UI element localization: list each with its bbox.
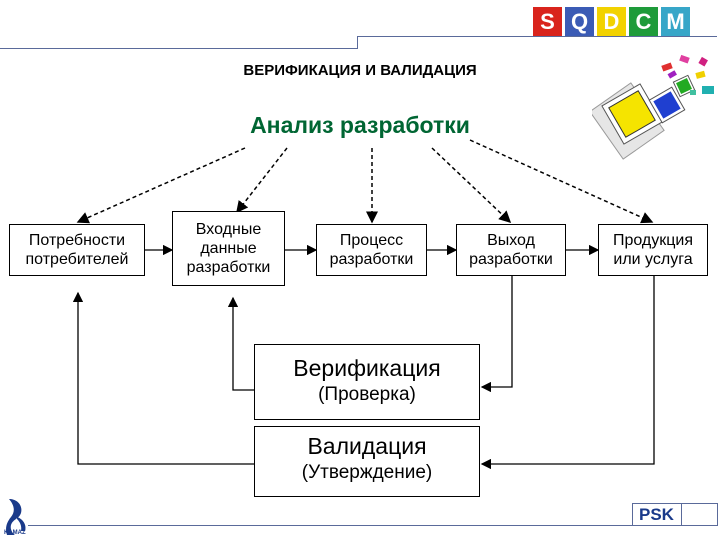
kamaz-logo-icon bbox=[6, 499, 26, 535]
card-blue bbox=[648, 86, 686, 124]
box-input-label: Входные данные разработки bbox=[186, 221, 271, 276]
brand-letter-c: C bbox=[629, 7, 658, 36]
verification-title: Верификация bbox=[293, 355, 441, 381]
brand-letter-q: Q bbox=[565, 7, 594, 36]
cards-illustration bbox=[592, 54, 714, 160]
logo-text: KAMAZ bbox=[4, 530, 26, 536]
dashed-arrow-needs bbox=[76, 147, 246, 224]
validation-title: Валидация bbox=[307, 433, 427, 459]
verification-subtitle: (Проверка) bbox=[318, 384, 416, 405]
box-needs-label: Потребности потребителей bbox=[25, 232, 129, 268]
feedback-validation-needs bbox=[72, 291, 254, 465]
chip-magenta bbox=[698, 56, 708, 67]
box-product: Продукция или услуга bbox=[598, 224, 708, 276]
brand-letter-m: M bbox=[661, 7, 690, 36]
chip-pink bbox=[679, 54, 690, 64]
dashed-arrow-input bbox=[236, 147, 288, 214]
diagram-title: Анализ разработки bbox=[250, 112, 470, 138]
feedback-verification-input bbox=[227, 296, 254, 391]
box-verification: Верификация (Проверка) bbox=[254, 344, 480, 420]
chip-teal bbox=[690, 90, 696, 95]
psk-badge: PSK bbox=[632, 503, 718, 526]
validation-subtitle: (Утверждение) bbox=[301, 462, 433, 483]
psk-bar bbox=[681, 504, 717, 525]
box-input: Входные данные разработки bbox=[172, 211, 285, 286]
box-process: Процесс разработки bbox=[316, 224, 427, 276]
feedback-product-validation bbox=[480, 276, 655, 470]
header-rule-step bbox=[357, 36, 358, 49]
brand-letters: S Q D C M bbox=[533, 7, 690, 36]
dashed-arrow-output bbox=[431, 147, 512, 224]
brand-letter-d: D bbox=[597, 7, 626, 36]
psk-label: PSK bbox=[639, 505, 674, 524]
header-rule-left bbox=[0, 48, 357, 49]
chip-purple bbox=[667, 70, 677, 79]
dashed-arrow-product bbox=[469, 139, 654, 224]
card-green bbox=[672, 74, 696, 98]
chip-yellow bbox=[695, 70, 706, 79]
box-output-label: Выход разработки bbox=[469, 232, 553, 268]
chip-cyan bbox=[702, 86, 714, 94]
box-needs: Потребности потребителей bbox=[9, 224, 145, 276]
feedback-output-verification bbox=[480, 276, 513, 393]
box-validation: Валидация (Утверждение) bbox=[254, 426, 480, 497]
brand-letter-s: S bbox=[533, 7, 562, 36]
footer-rule bbox=[28, 525, 673, 526]
header-rule-right bbox=[357, 36, 717, 37]
page-subtitle: ВЕРИФИКАЦИЯ И ВАЛИДАЦИЯ bbox=[243, 62, 477, 79]
box-output: Выход разработки bbox=[456, 224, 566, 276]
box-product-label: Продукция или услуга bbox=[612, 232, 694, 268]
chip-red bbox=[661, 62, 673, 72]
box-process-label: Процесс разработки bbox=[329, 232, 414, 268]
